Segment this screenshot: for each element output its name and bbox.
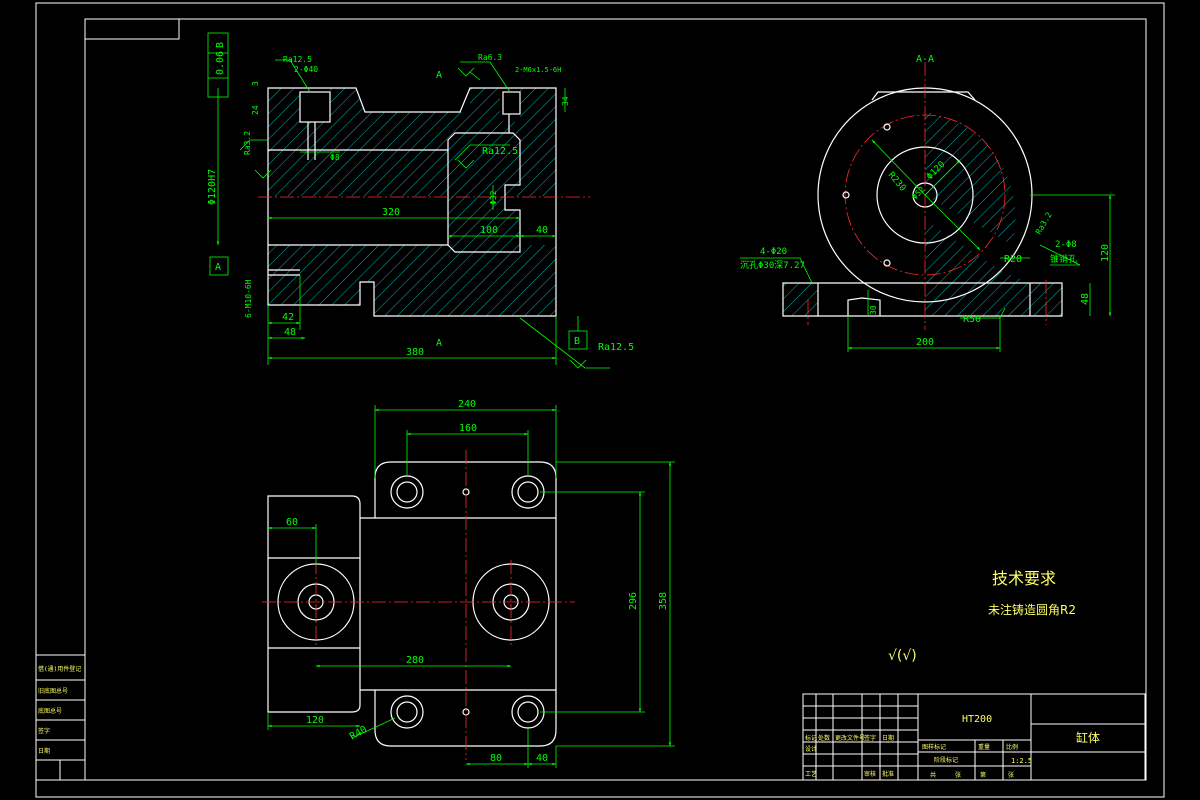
tb-label-8: 图样标记 xyxy=(922,743,946,751)
circle-dim-phi52: Φ52 xyxy=(910,185,927,202)
section-left-roughness: Ra3.2 xyxy=(243,131,252,155)
section-left-dim-3: 3 xyxy=(251,81,260,86)
tb-label-14: 张 xyxy=(1008,771,1014,779)
plan-dim-280: 280 xyxy=(406,655,424,666)
circle-title: A-A xyxy=(916,54,934,65)
tb-label-12: 张 xyxy=(955,771,961,779)
section-left-datum-ref: B xyxy=(215,42,226,48)
side-stamp: 借(通)用件登记 旧底图总号 底图总号 签字 日期 xyxy=(35,654,86,781)
section-dim-42: 42 xyxy=(282,312,294,323)
tb-label-10: 比例 xyxy=(1006,743,1018,751)
tb-label-6: 审核 xyxy=(864,770,876,778)
notes-line1: 未注铸造圆角R2 xyxy=(988,602,1076,617)
circle-dim-r20: R20 xyxy=(1004,254,1022,265)
circle-dim-200: 200 xyxy=(916,337,934,348)
section-roughness-top-mid: Ra6.3 xyxy=(478,53,502,62)
tb-label-15: 批准 xyxy=(882,770,894,778)
circle-note-pin-2: 锥销孔 xyxy=(1050,253,1077,265)
title-block: 标记 处数 更改文件号 签字 日期 设计 审核 工艺 图样标记 重量 比例 共 … xyxy=(802,693,1146,781)
section-left-fit: Φ120H7 xyxy=(207,169,218,205)
tb-label-3: 签字 xyxy=(864,734,876,742)
plan-view: 240 160 60 280 120 296 358 R40 80 40 xyxy=(262,399,675,768)
technical-notes: 技术要求 未注铸造圆角R2 √(√) xyxy=(888,569,1076,664)
section-bottom-datum: B xyxy=(574,336,580,347)
section-left-dim-24: 24 xyxy=(251,105,260,115)
drawing-frame xyxy=(35,2,1165,798)
tb-label-13: 第 xyxy=(980,771,986,779)
circle-note-holes-2: 沉孔Φ30深7.27 xyxy=(740,260,805,271)
section-left-tolerance: 0.06 xyxy=(215,51,226,75)
circle-note-holes-1: 4-Φ20 xyxy=(760,247,787,257)
tb-label-0: 标记 xyxy=(805,734,817,742)
circle-note-pin-1: 2-Φ8 xyxy=(1055,240,1077,250)
tb-label-11: 共 xyxy=(930,771,936,779)
section-dim-100: 100 xyxy=(480,225,498,236)
section-label-a: A xyxy=(436,70,442,81)
tb-scale: 1:2.5 xyxy=(1011,757,1032,765)
section-roughness-slot: Ra12.5 xyxy=(482,146,518,157)
notes-heading: 技术要求 xyxy=(992,569,1056,588)
plan-dim-60: 60 xyxy=(286,517,298,528)
section-dim-phi32: Φ32 xyxy=(489,190,498,205)
tb-label-2: 更改文件号 xyxy=(835,734,865,742)
stamp-row-4: 日期 xyxy=(38,747,50,755)
tb-label-16: 阶段标记 xyxy=(934,756,958,764)
section-dim-320: 320 xyxy=(382,207,400,218)
tb-part-name: 缸体 xyxy=(1076,730,1100,745)
plan-dim-240: 240 xyxy=(458,399,476,410)
tb-label-5: 设计 xyxy=(805,745,817,753)
plan-dim-80: 80 xyxy=(490,753,502,764)
section-dim-48: 48 xyxy=(284,327,296,338)
circle-dim-48: 48 xyxy=(1080,293,1091,305)
circle-view: A-A R230 Φ120 Φ52 R20 R50 120 48 200 30 … xyxy=(740,54,1115,352)
plan-dim-358: 358 xyxy=(658,592,669,610)
section-view: A Ra12.5 2-Φ40 Ra6.3 2-M6x1.5-6H 34 Ra12… xyxy=(207,32,634,369)
circle-dim-120: 120 xyxy=(1100,244,1111,262)
section-note-top-mid: 2-M6x1.5-6H xyxy=(515,66,561,74)
section-dim-top-right: 34 xyxy=(561,96,570,106)
section-bottom-roughness: Ra12.5 xyxy=(598,342,634,353)
plan-dim-160: 160 xyxy=(459,423,477,434)
stamp-row-2: 底图总号 xyxy=(38,707,62,715)
circle-dim-30: 30 xyxy=(869,305,878,315)
section-dim-40: 40 xyxy=(536,225,548,236)
circle-dim-r50: R50 xyxy=(963,314,981,325)
tb-label-4: 日期 xyxy=(882,734,894,742)
circle-roughness: Ra3.2 xyxy=(1034,210,1054,236)
section-dim-380: 380 xyxy=(406,347,424,358)
section-note-top-left: 2-Φ40 xyxy=(294,65,318,74)
tb-material: HT200 xyxy=(962,714,992,725)
plan-dim-r40: R40 xyxy=(348,724,369,743)
stamp-row-1: 旧底图总号 xyxy=(38,687,68,695)
section-left-datum: A xyxy=(215,262,221,273)
stamp-row-3: 签字 xyxy=(38,727,50,735)
plan-dim-120: 120 xyxy=(306,715,324,726)
stamp-row-0: 借(通)用件登记 xyxy=(38,665,81,673)
circle-dim-r230: R230 xyxy=(886,171,908,194)
section-bottom-a: A xyxy=(436,338,442,349)
plan-dim-296: 296 xyxy=(628,592,639,610)
notes-roughness-symbol: √(√) xyxy=(888,648,917,664)
section-left-thread: 6-M10-6H xyxy=(244,279,253,318)
tb-label-9: 重量 xyxy=(978,743,990,751)
section-dim-phi8: Φ8 xyxy=(330,153,340,162)
tb-label-7: 工艺 xyxy=(805,770,817,778)
tb-label-1: 处数 xyxy=(818,734,830,742)
section-roughness-top-left: Ra12.5 xyxy=(283,55,312,64)
plan-dim-40: 40 xyxy=(536,753,548,764)
